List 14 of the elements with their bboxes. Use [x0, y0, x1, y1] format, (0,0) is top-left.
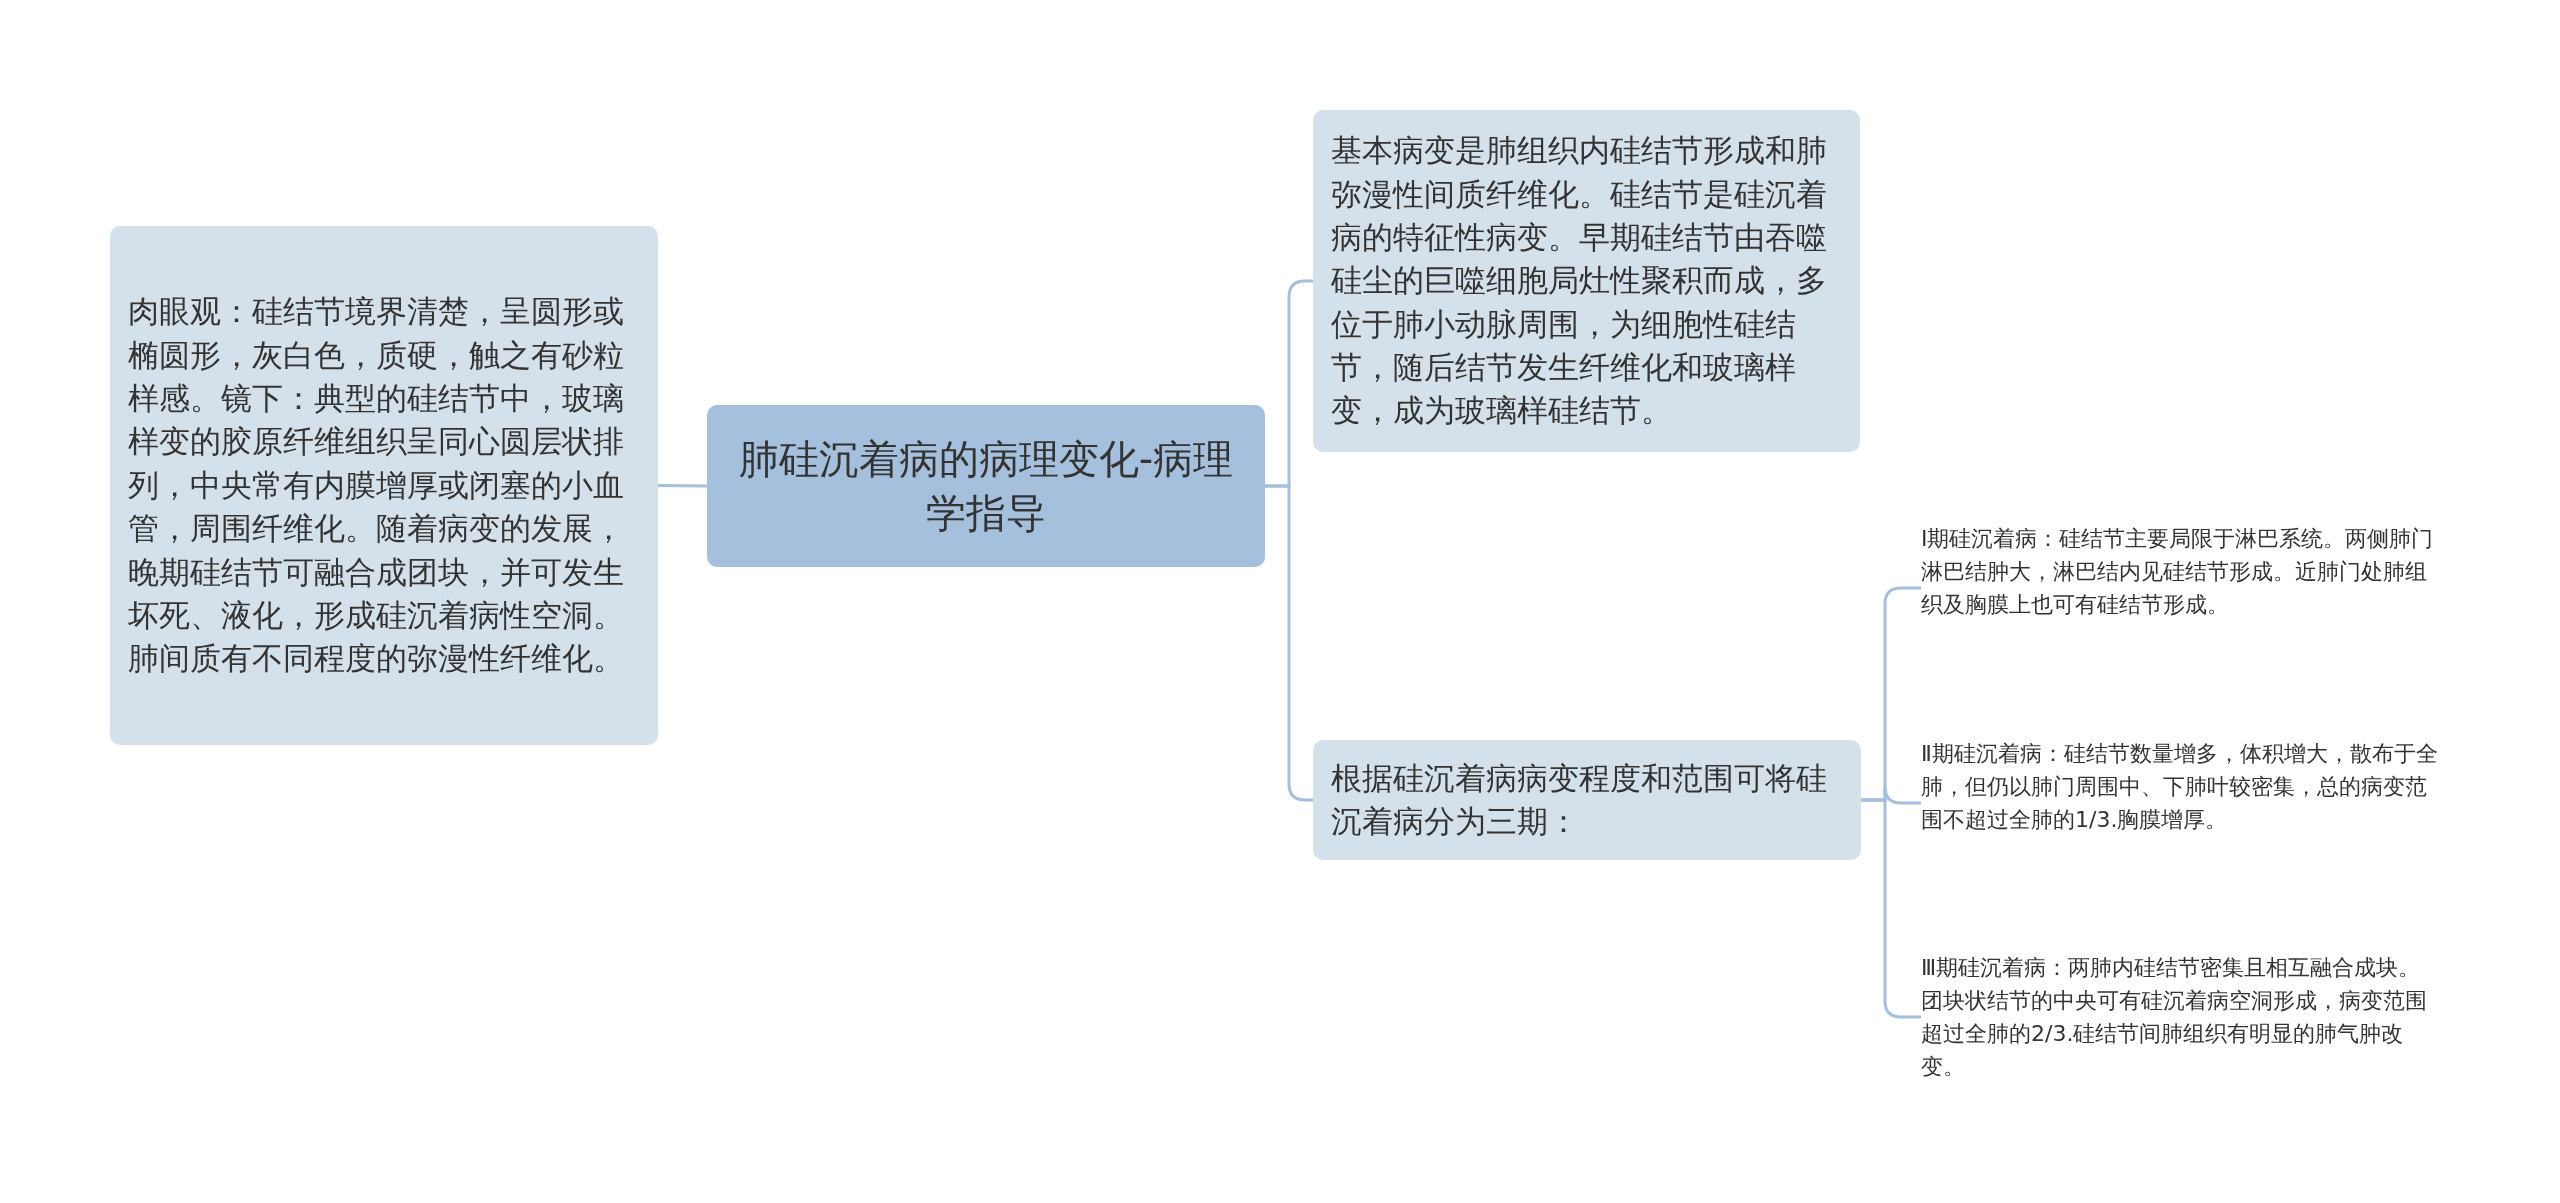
topic-title: 肺硅沉着病的病理变化-病理学指导 [737, 435, 1235, 538]
connector-line [1265, 484, 1313, 802]
detail-text: Ⅱ期硅沉着病：硅结节数量增多，体积增大，散布于全肺，但仍以肺门周围中、下肺叶较密集，总的病变范围不超过全肺的1/3.胸膜增厚。 [1921, 740, 2439, 834]
subtopic-text: 根据硅沉着病病变程度和范围可将硅沉着病分为三期： [1331, 758, 1828, 841]
detail-text: Ⅲ期硅沉着病：两肺内硅结节密集且相互融合成块。团块状结节的中央可有硅沉着病空洞形成，病变范围超过全肺的2/3.硅结节间肺组织有明显的肺气肿改变。 [1921, 954, 2428, 1081]
subtopic-text: 肉眼观：硅结节境界清楚，呈圆形或椭圆形，灰白色，质硬，触之有砂粒样感。镜下：典型的硅结节中，玻璃样变的胶原纤维组织呈同心圆层状排列，中央常有内膜增厚或闭塞的小血管，周围纤维化。随着病变的发展，晚期硅结节可融合成团块，并可发生坏死、液化，形成硅沉着病性空洞。肺间质有不同程度的弥漫性纤维化。 [128, 292, 625, 679]
topic-box [707, 405, 1265, 567]
subtopic-box [1313, 110, 1860, 452]
detail-text: Ⅰ期硅沉着病：硅结节主要局限于淋巴系统。两侧肺门淋巴结肿大，淋巴结内见硅结节形成。近肺门处肺组织及胸膜上也可有硅结节形成。 [1921, 525, 2435, 619]
subtopic-box [110, 226, 658, 745]
connector-line [1861, 798, 1921, 1019]
connector-line [658, 484, 707, 488]
subtopic-text: 基本病变是肺组织内硅结节形成和肺弥漫性间质纤维化。硅结节是硅沉着病的特征性病变。早期硅结节由吞噬硅尘的巨噬细胞局灶性聚积而成，多位于肺小动脉周围，为细胞性硅结节，随后结节发生纤维化和玻璃样变，成为玻璃样硅结节。 [1331, 131, 1828, 431]
subtopic-box [1313, 740, 1861, 860]
